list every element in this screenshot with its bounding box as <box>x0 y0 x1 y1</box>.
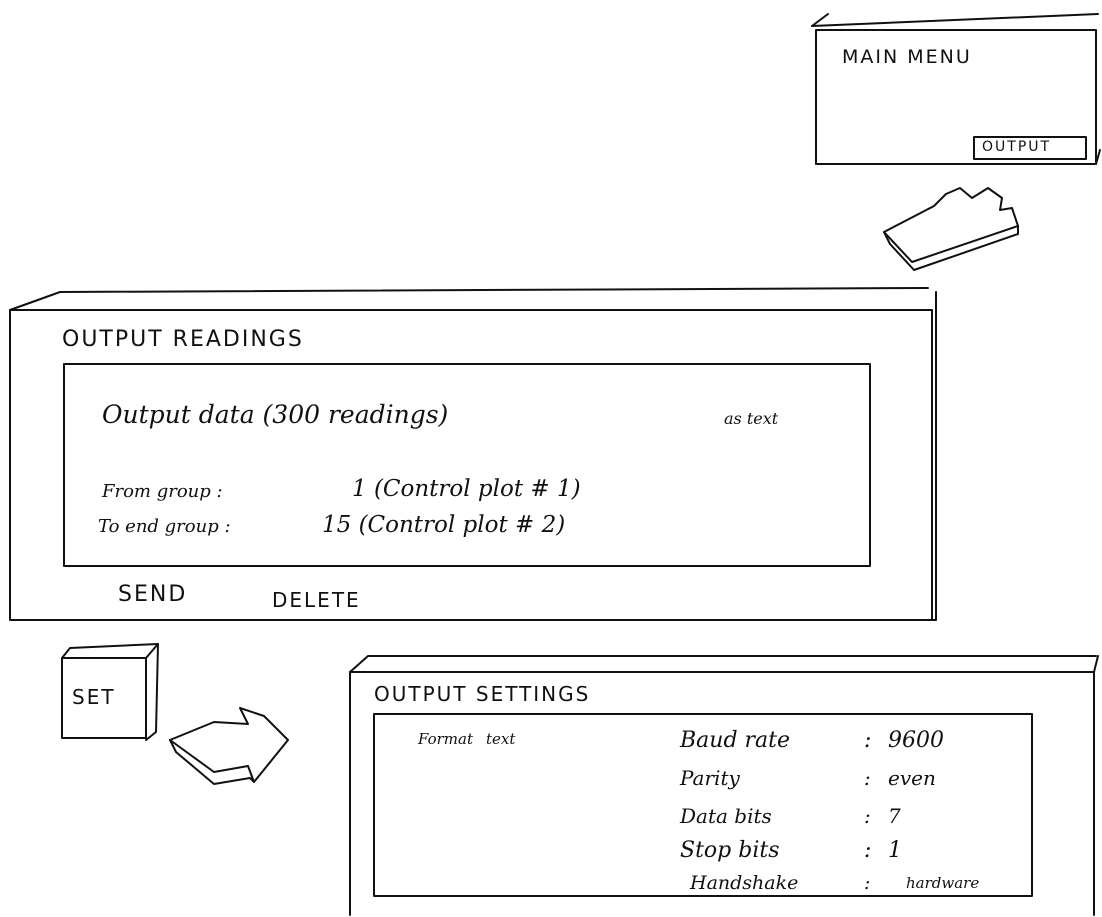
to-end-group-label: To end group : <box>98 516 231 537</box>
output-settings-title: OUTPUT SETTINGS <box>374 682 591 706</box>
handshake-colon: : <box>864 872 871 894</box>
data-bits-colon: : <box>864 804 871 828</box>
delete-button[interactable]: DELETE <box>272 588 361 612</box>
output-readings-title: OUTPUT READINGS <box>62 327 304 352</box>
output-button[interactable]: OUTPUT <box>982 139 1052 155</box>
output-button-frame <box>973 136 1087 160</box>
baud-rate-value[interactable]: 9600 <box>888 728 944 753</box>
to-end-group-value[interactable]: 15 (Control plot # 2) <box>322 512 566 538</box>
main-menu-frame <box>811 13 1101 165</box>
stop-bits-label: Stop bits <box>680 838 780 863</box>
pointing-hand-icon <box>883 187 1019 271</box>
output-settings-inner-panel <box>373 713 1033 897</box>
set-button[interactable]: SET <box>72 685 116 709</box>
output-data-line: Output data (300 readings) <box>102 400 449 429</box>
parity-colon: : <box>864 766 871 790</box>
stop-bits-value[interactable]: 1 <box>888 838 902 863</box>
baud-rate-label: Baud rate <box>680 728 791 753</box>
from-group-label: From group : <box>102 481 223 502</box>
parity-label: Parity <box>680 766 740 790</box>
parity-value[interactable]: even <box>888 766 936 790</box>
from-group-value[interactable]: 1 (Control plot # 1) <box>352 476 581 502</box>
stop-bits-colon: : <box>864 838 872 863</box>
handshake-value[interactable]: hardware <box>906 874 980 892</box>
format-label: Format <box>418 730 473 748</box>
arrow-right-icon <box>169 707 289 785</box>
output-readings-inner-panel <box>63 363 871 567</box>
output-format-value[interactable]: as text <box>724 409 779 428</box>
data-bits-label: Data bits <box>680 804 772 828</box>
data-bits-value[interactable]: 7 <box>888 804 901 828</box>
format-value[interactable]: text <box>486 730 516 748</box>
baud-rate-colon: : <box>864 728 872 753</box>
handshake-label: Handshake <box>690 872 799 894</box>
main-menu-title: MAIN MENU <box>842 46 972 68</box>
set-button-frame <box>61 643 159 741</box>
output-settings-frame <box>349 655 1099 916</box>
send-button[interactable]: SEND <box>118 582 188 607</box>
output-readings-frame <box>9 287 937 621</box>
